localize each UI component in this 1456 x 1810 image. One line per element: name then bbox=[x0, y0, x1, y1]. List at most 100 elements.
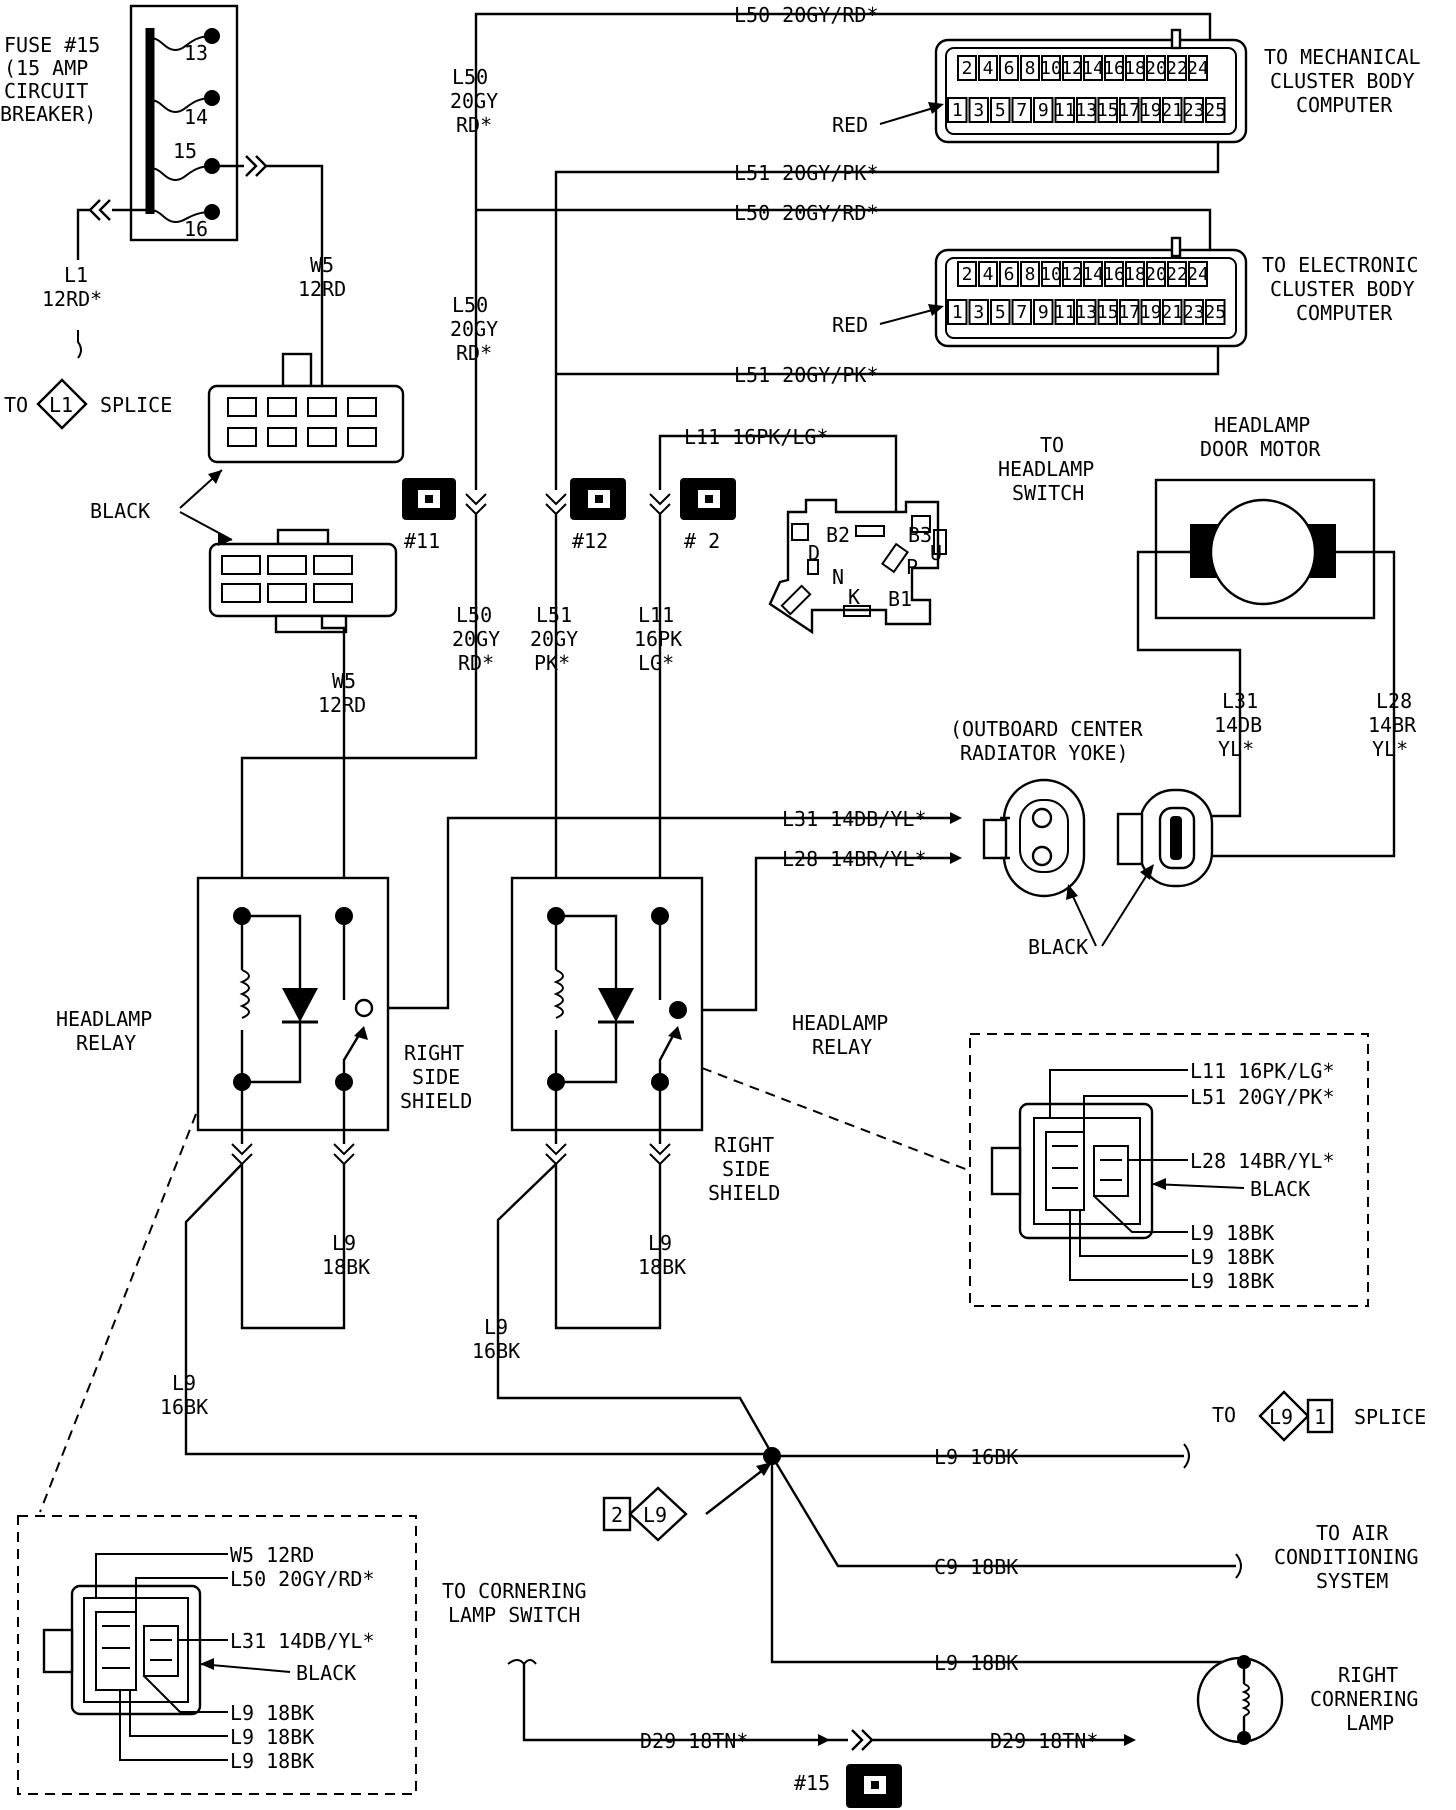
elec-bottom-pin: 13 bbox=[1075, 302, 1097, 323]
w5-upper-label-2: 12RD bbox=[298, 277, 346, 301]
l31-v-label-1: L31 bbox=[1222, 689, 1258, 713]
l11-inline-chevron bbox=[649, 493, 671, 516]
left-relay-ground-loop bbox=[240, 1164, 346, 1330]
l9-16bk-a-label-2: 16BK bbox=[160, 1395, 208, 1419]
left-relay-shield-2: SIDE bbox=[412, 1065, 460, 1089]
mech-bottom-pin: 21 bbox=[1161, 100, 1183, 121]
mech-bottom-pin: 9 bbox=[1038, 100, 1049, 121]
elec-title-3: COMPUTER bbox=[1296, 301, 1393, 325]
l28-relay-wire bbox=[678, 856, 956, 1012]
elec-connector-inner bbox=[945, 257, 1237, 339]
elec-top-cavity bbox=[1062, 261, 1082, 287]
mech-top-pin: 16 bbox=[1103, 58, 1125, 79]
elec-bottom-cavity bbox=[1076, 299, 1097, 325]
mech-top-pin: 20 bbox=[1145, 58, 1167, 79]
ac-title-1: TO AIR bbox=[1316, 1521, 1389, 1545]
l9-16bk-b-label-1: L9 bbox=[484, 1315, 508, 1339]
l11-v-label-3: LG* bbox=[638, 651, 674, 675]
left-inset-wire-2: L50 20GY/RD* bbox=[230, 1567, 375, 1591]
switch-cavity-p bbox=[880, 542, 910, 574]
mech-bottom-pin: 11 bbox=[1054, 100, 1076, 121]
l1-splice-text: SPLICE bbox=[100, 393, 172, 417]
mech-bottom-cavity bbox=[947, 97, 968, 123]
elec-bottom-cavity bbox=[1183, 299, 1204, 325]
elec-bottom-cavity bbox=[1140, 299, 1161, 325]
left-relay-pin-87a bbox=[354, 998, 374, 1018]
mech-bottom-cavity bbox=[1183, 97, 1204, 123]
left-inset-leader bbox=[39, 1113, 197, 1513]
switch-pin-p: P bbox=[906, 555, 918, 579]
mech-bottom-pin: 15 bbox=[1097, 100, 1119, 121]
l9-18bk-a-label-2: 18BK bbox=[322, 1255, 370, 1279]
mech-color-callout bbox=[879, 105, 941, 125]
elec-top-pin: 18 bbox=[1124, 264, 1146, 285]
elec-top-cavity bbox=[1125, 261, 1145, 287]
elec-top-pin: 10 bbox=[1040, 264, 1062, 285]
upper-connector-latch bbox=[281, 352, 313, 388]
left-inset-latch bbox=[42, 1628, 74, 1674]
right-relay-title-2: RELAY bbox=[812, 1035, 872, 1059]
cornering-switch-title-2: LAMP SWITCH bbox=[448, 1603, 580, 1627]
mech-bottom-pin: 7 bbox=[1016, 100, 1027, 121]
mech-top-pin: 6 bbox=[1004, 58, 1015, 79]
mech-title-1: TO MECHANICAL bbox=[1264, 45, 1421, 69]
l9-16bk-break-mark bbox=[1183, 1443, 1190, 1469]
elec-bottom-pin: 3 bbox=[973, 302, 984, 323]
fuse-lead-13 bbox=[149, 35, 213, 52]
elec-top-cavity bbox=[1188, 261, 1208, 287]
fuse-terminal-14-dot bbox=[204, 90, 220, 106]
ground-ref-12-label: #12 bbox=[572, 529, 608, 553]
elec-title-1: TO ELECTRONIC bbox=[1262, 253, 1419, 277]
elec-bottom-pin: 1 bbox=[952, 302, 963, 323]
mech-bottom-pin: 3 bbox=[973, 100, 984, 121]
left-inset-wire-1: W5 12RD bbox=[230, 1543, 314, 1567]
switch-title-1: TO bbox=[1040, 433, 1064, 457]
ground-ref-2-pin bbox=[705, 495, 713, 503]
l1-splice-diamond bbox=[36, 378, 88, 430]
right-inset-wire-5: L9 18BK bbox=[1190, 1221, 1274, 1245]
lower-cavity-1 bbox=[221, 555, 261, 575]
upper-cavity-5 bbox=[227, 427, 257, 447]
elec-top-cavity bbox=[1104, 261, 1124, 287]
l28-v-label-2: 14BR bbox=[1368, 713, 1417, 737]
elec-top-pin: 24 bbox=[1187, 264, 1209, 285]
fuse-terminal-13: 13 bbox=[184, 41, 208, 65]
w5-upper-wire bbox=[212, 155, 324, 398]
l11-v-label-1: L11 bbox=[638, 603, 674, 627]
right-inset-leader bbox=[701, 1067, 969, 1171]
right-relay-shield-2: SIDE bbox=[722, 1157, 770, 1181]
mech-top-pin: 24 bbox=[1187, 58, 1209, 79]
elec-title-2: CLUSTER BODY bbox=[1270, 277, 1415, 301]
right-relay-shield-1: RIGHT bbox=[714, 1133, 774, 1157]
switch-cavity-slot bbox=[780, 584, 812, 616]
elec-top-cavity bbox=[978, 261, 998, 287]
upper-cavity-7 bbox=[307, 427, 337, 447]
elec-bottom-pin: 11 bbox=[1054, 302, 1076, 323]
cornering-lamp-title-1: RIGHT bbox=[1338, 1663, 1398, 1687]
left-inset-cavities bbox=[83, 1597, 189, 1703]
mech-bottom-cavity bbox=[1076, 97, 1097, 123]
lower-cavity-3 bbox=[313, 555, 353, 575]
left-inset-wire-3: L31 14DB/YL* bbox=[230, 1629, 375, 1653]
upper-cavity-8 bbox=[347, 427, 377, 447]
ground-ref-12: #12 bbox=[570, 478, 626, 553]
yoke-black-arrows bbox=[1066, 864, 1154, 900]
l9-18bk-b-label-2: 18BK bbox=[638, 1255, 686, 1279]
female-connector-body bbox=[1002, 778, 1086, 898]
l1-splice-tag: TO L1 SPLICE bbox=[4, 378, 172, 430]
mech-bottom-cavity bbox=[1140, 97, 1161, 123]
l9-splice-num: 1 bbox=[1314, 1405, 1326, 1429]
mech-top-pin: 2 bbox=[962, 58, 973, 79]
mech-bottom-cavity bbox=[1011, 97, 1032, 123]
ac-title-2: CONDITIONING bbox=[1274, 1545, 1419, 1569]
l9-2-splice-arrow bbox=[756, 1462, 772, 1476]
elec-bottom-cavity bbox=[1097, 299, 1118, 325]
l1-label-2: 12RD* bbox=[42, 287, 102, 311]
cornering-lamp-title-3: LAMP bbox=[1346, 1711, 1394, 1735]
mech-bottom-pin: 25 bbox=[1204, 100, 1226, 121]
mech-title-3: COMPUTER bbox=[1296, 93, 1393, 117]
right-inset-wire-6: L9 18BK bbox=[1190, 1245, 1274, 1269]
l9-2-splice-tag: 2 L9 bbox=[602, 1486, 688, 1542]
l51-v-label-2: 20GY bbox=[530, 627, 578, 651]
l28-v-label-3: YL* bbox=[1372, 737, 1408, 761]
